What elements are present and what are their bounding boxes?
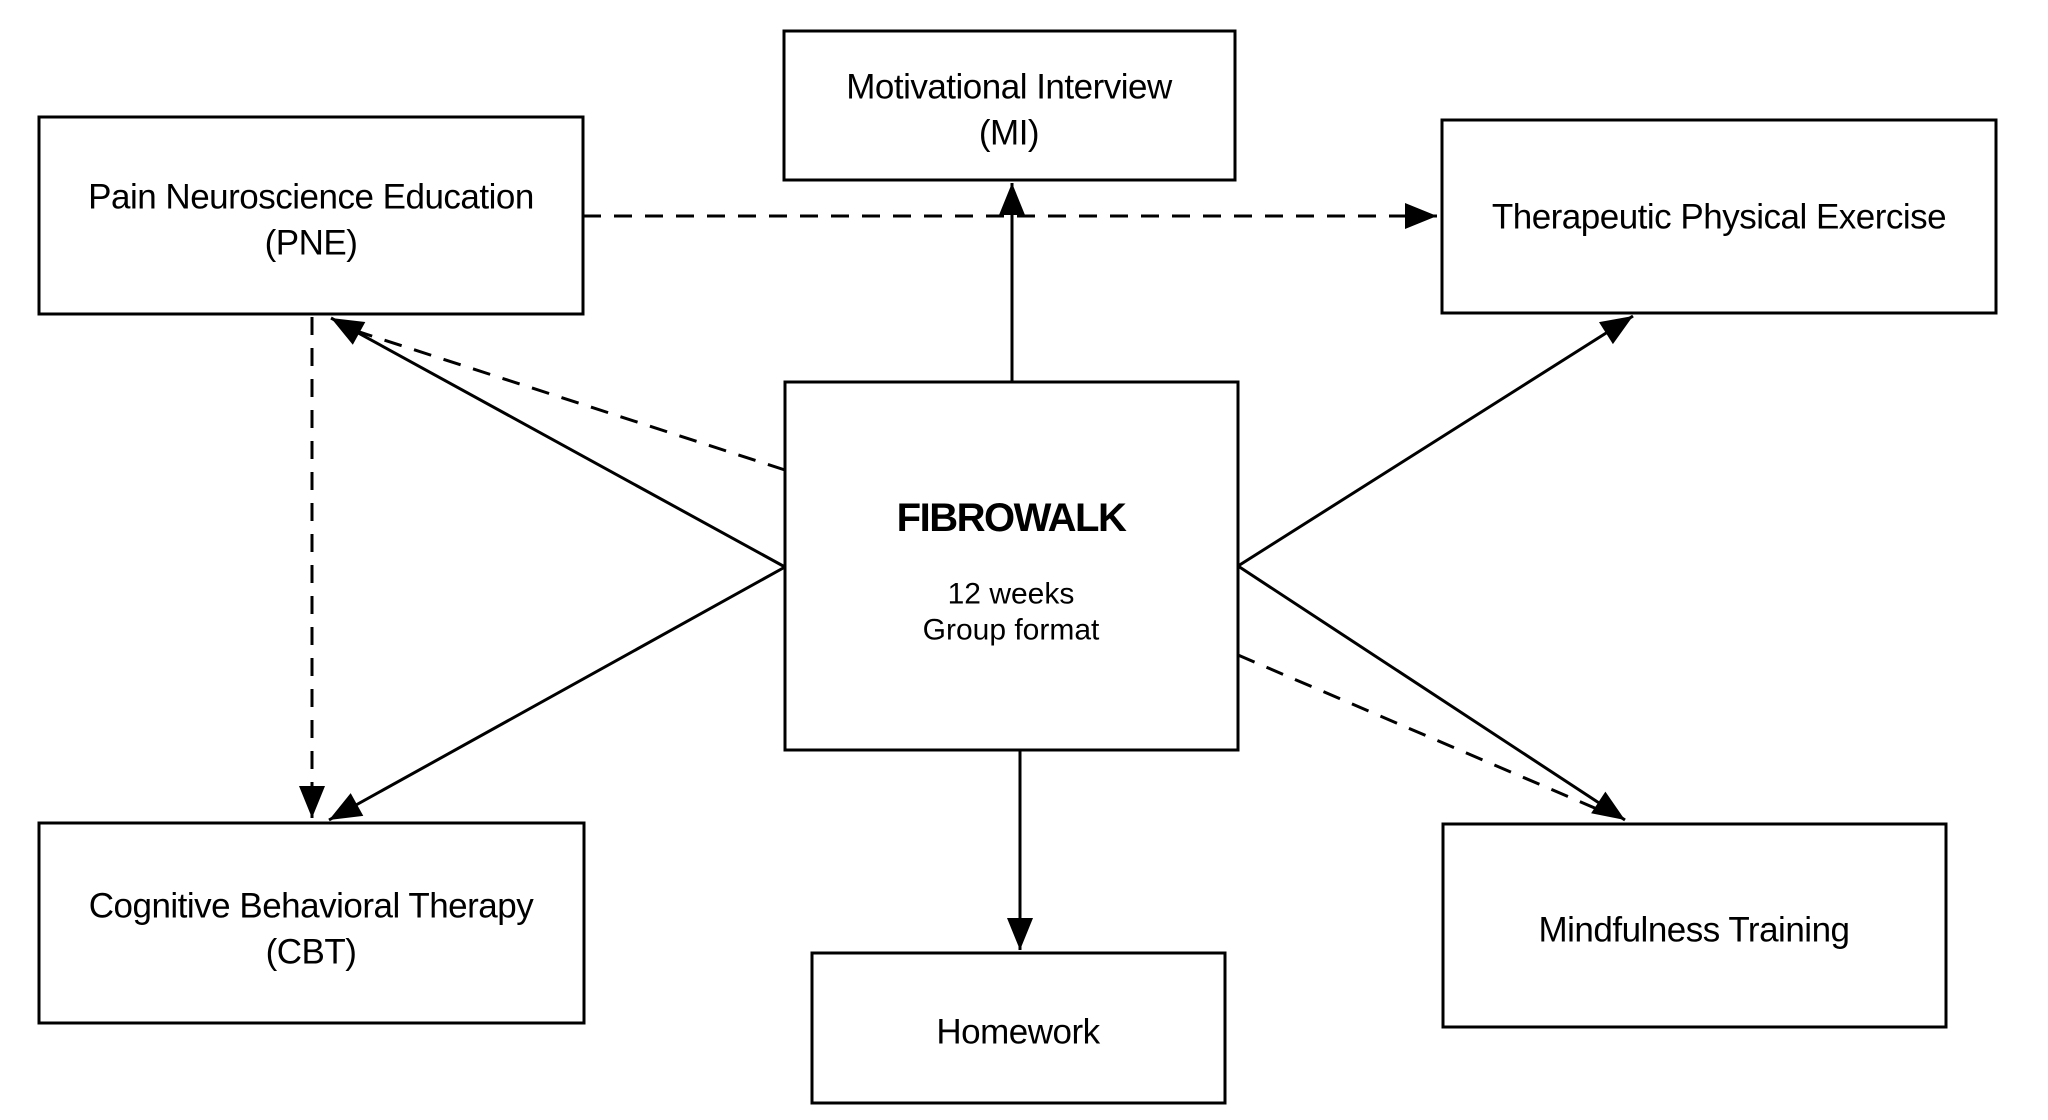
arrow-fibrowalk-to-cbt-solid (328, 565, 786, 822)
arrow-fibrowalk-to-mindfulness-dashed (1237, 653, 1605, 814)
arrow-fibrowalk-to-mindfulness-solid (1237, 564, 1626, 822)
homework-box-rect (810, 951, 1227, 1105)
cbt-box-rect (37, 821, 586, 1025)
fibrowalk-sub2: Group format (923, 614, 1100, 647)
mindfulness-label-line1: Mindfulness Training (1539, 911, 1850, 950)
arrow-fibrowalk-to-pne-solid (330, 316, 786, 569)
fibrowalk-box-rect (783, 380, 1240, 752)
edges (299, 183, 1634, 950)
arrow-fibrowalk-to-pne-dashed (343, 325, 786, 472)
tpe-label-line1: Therapeutic Physical Exercise (1492, 198, 1946, 237)
mindfulness-box: Mindfulness Training (1441, 822, 1948, 1029)
cbt-label-line2: (CBT) (266, 933, 357, 972)
arrow-fibrowalk-to-tpe-solid (1237, 314, 1634, 568)
homework-label-line1: Homework (936, 1013, 1100, 1052)
cbt-box: Cognitive Behavioral Therapy (CBT) (37, 821, 586, 1025)
mi-box-rect (782, 29, 1237, 182)
pne-box-rect (37, 115, 585, 316)
fibrowalk-title: FIBROWALK (897, 496, 1127, 540)
pne-box: Pain Neuroscience Education (PNE) (37, 115, 585, 316)
fibrowalk-box: FIBROWALK 12 weeks Group format (783, 380, 1240, 752)
pne-label-line1: Pain Neuroscience Education (88, 178, 534, 217)
mi-label-line2: (MI) (979, 114, 1039, 153)
mi-box: Motivational Interview (MI) (782, 29, 1237, 182)
tpe-box: Therapeutic Physical Exercise (1440, 118, 1998, 315)
cbt-label-line1: Cognitive Behavioral Therapy (89, 887, 535, 926)
homework-box: Homework (810, 951, 1227, 1105)
fibrowalk-sub1: 12 weeks (948, 578, 1075, 611)
mindfulness-box-rect (1441, 822, 1948, 1029)
pne-label-line2: (PNE) (265, 224, 358, 263)
tpe-box-rect (1440, 118, 1998, 315)
mi-label-line1: Motivational Interview (846, 68, 1173, 107)
